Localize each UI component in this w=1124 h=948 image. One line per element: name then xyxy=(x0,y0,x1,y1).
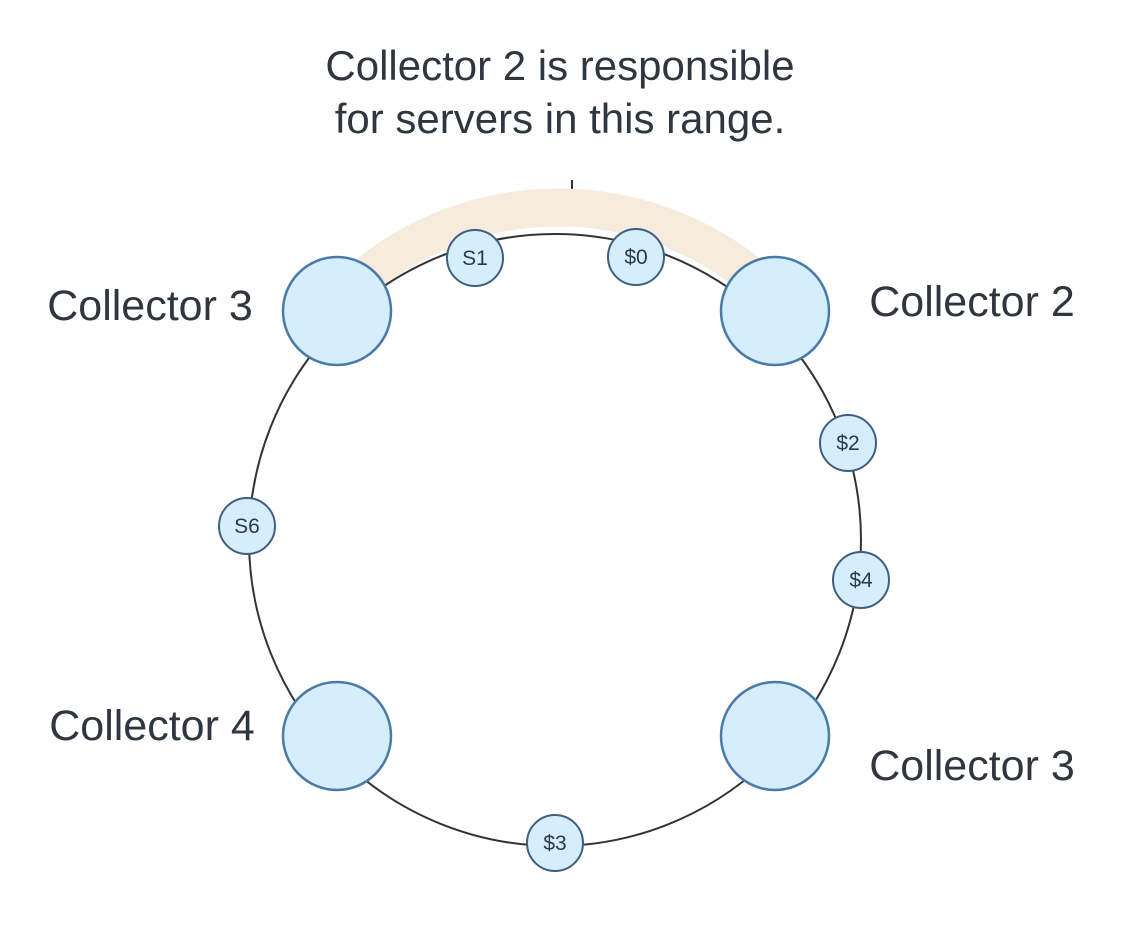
server-node-s2: $2 xyxy=(819,414,877,472)
server-node-s4: $4 xyxy=(832,551,890,609)
collector-node-top-right xyxy=(719,255,831,367)
collector-label-bottom-right: Collector 3 xyxy=(869,742,1075,790)
server-node-s3: $3 xyxy=(526,814,584,872)
server-node-s1: S1 xyxy=(446,229,504,287)
caption-line-1: Collector 2 is responsible xyxy=(325,42,794,89)
server-label-s0: $0 xyxy=(624,246,647,269)
server-label-s1: S1 xyxy=(462,247,488,270)
server-label-s2: $2 xyxy=(836,432,859,455)
collector-node-bottom-left xyxy=(281,680,393,792)
server-label-s6: S6 xyxy=(234,515,260,538)
server-node-s6: S6 xyxy=(218,497,276,555)
collector-label-top-right: Collector 2 xyxy=(869,278,1075,326)
server-label-s3: $3 xyxy=(543,832,566,855)
server-label-s4: $4 xyxy=(849,569,873,592)
collector-node-bottom-right xyxy=(719,680,831,792)
collector-2-range-highlight xyxy=(358,188,759,288)
collector-node-top-left xyxy=(281,255,393,367)
caption-line-2: for servers in this range. xyxy=(335,95,786,142)
collector-label-top-left: Collector 3 xyxy=(47,282,253,330)
collector-label-bottom-left: Collector 4 xyxy=(49,702,255,750)
server-node-s0: $0 xyxy=(607,228,665,286)
